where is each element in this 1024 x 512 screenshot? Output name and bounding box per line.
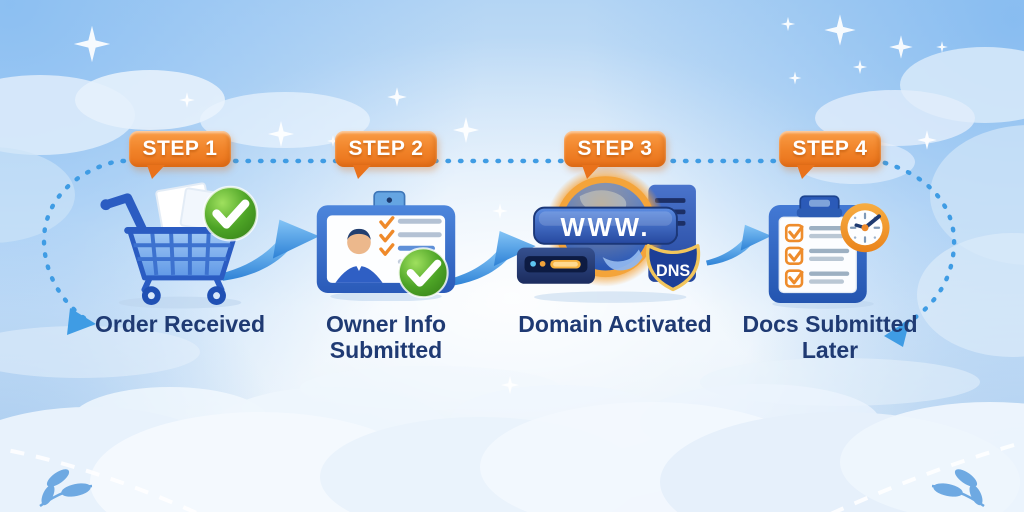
step-3-badge-label: STEP 3: [577, 137, 653, 160]
loop-arrowhead-right: [884, 319, 910, 347]
shopping-cart-check-icon: [100, 181, 259, 309]
step-1-icon-wrap: [96, 167, 264, 309]
step-4-badge-label: STEP 4: [792, 137, 868, 160]
flow-arrow-3-icon: [706, 224, 772, 266]
step-3-icon-wrap: WWW. DNS: [515, 166, 715, 309]
loop-arrowhead-left: [67, 308, 96, 335]
corner-flourish-right: [830, 440, 1024, 512]
step-2-badge-label: STEP 2: [348, 137, 424, 160]
step-1-label: Order Received: [94, 311, 266, 337]
green-check-icon: [202, 185, 259, 242]
dns-shield-icon: DNS: [646, 244, 701, 292]
www-banner: WWW.: [533, 206, 678, 245]
flow-arrow-1-icon: [221, 219, 320, 281]
step-4-label: Docs Submitted Later: [742, 311, 918, 363]
clock-icon: [840, 203, 890, 253]
globe-www-dns-server-icon: WWW. DNS: [516, 166, 701, 303]
router-icon: [516, 247, 596, 284]
step-2-label: Owner Info Submitted: [325, 311, 447, 363]
flow-arrow-2-icon: [447, 231, 536, 287]
id-card-check-icon: [316, 190, 456, 301]
step-3-label: Domain Activated: [518, 311, 712, 337]
www-banner-label: WWW.: [561, 214, 651, 242]
step-2-badge: STEP 2: [334, 131, 438, 179]
step-3: STEP 3: [515, 131, 715, 338]
step-1-badge-label: STEP 1: [142, 137, 218, 160]
step-3-badge: STEP 3: [563, 131, 667, 179]
checklist-rows: [784, 223, 850, 288]
step-1: STEP 1: [80, 131, 280, 338]
step-2: STEP 2: [286, 131, 486, 364]
step-4-icon-wrap: [760, 167, 900, 309]
step-4: STEP 4: [730, 131, 930, 364]
dns-shield-label: DNS: [656, 262, 690, 280]
avatar: [335, 228, 383, 283]
step-1-badge: STEP 1: [128, 131, 232, 179]
green-check-icon: [397, 246, 449, 298]
clipboard-checklist-clock-icon: [768, 195, 890, 309]
process-loop-dashed-path: [41, 158, 957, 347]
clipboard-clip: [796, 195, 843, 218]
corner-flourish-left: [0, 446, 200, 512]
step-2-icon-wrap: [310, 167, 462, 309]
step-4-badge: STEP 4: [778, 131, 882, 179]
